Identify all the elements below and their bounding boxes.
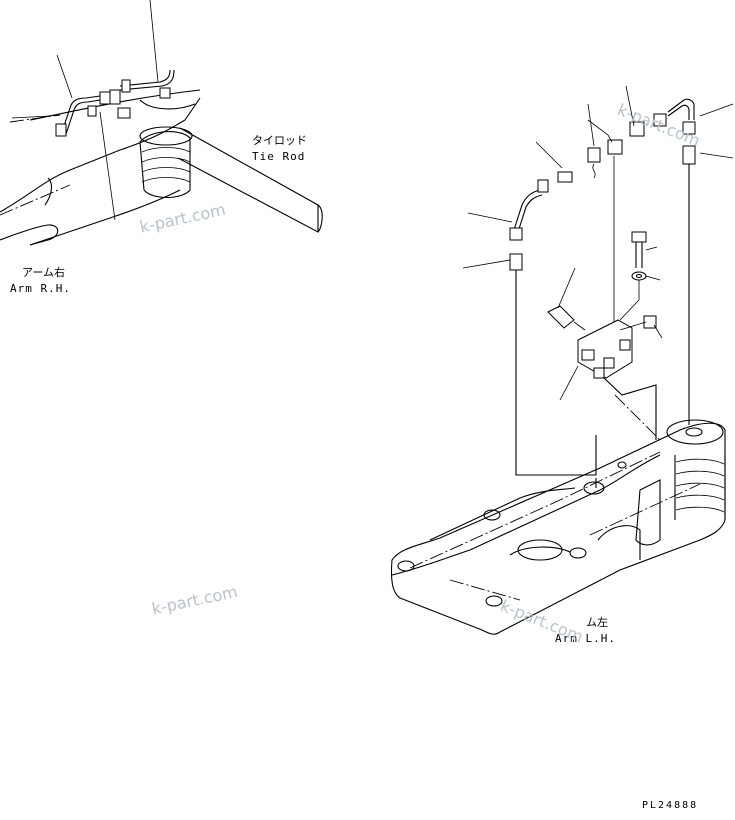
arm-rh-label-jp: アーム右: [22, 266, 66, 279]
tie-rod-label-jp: タイロッド: [252, 134, 307, 147]
tie-rod-label: Tie Rod: [252, 150, 306, 163]
arm-lh-assembly: [390, 85, 734, 635]
arm-lh-label-jp: ム左: [586, 616, 608, 629]
arm-lh-label: Arm L.H.: [555, 632, 616, 645]
arm-rh-label: Arm R.H.: [10, 282, 71, 295]
arm-rh-assembly: [0, 0, 323, 246]
drawing-number: PL24888: [642, 800, 699, 811]
